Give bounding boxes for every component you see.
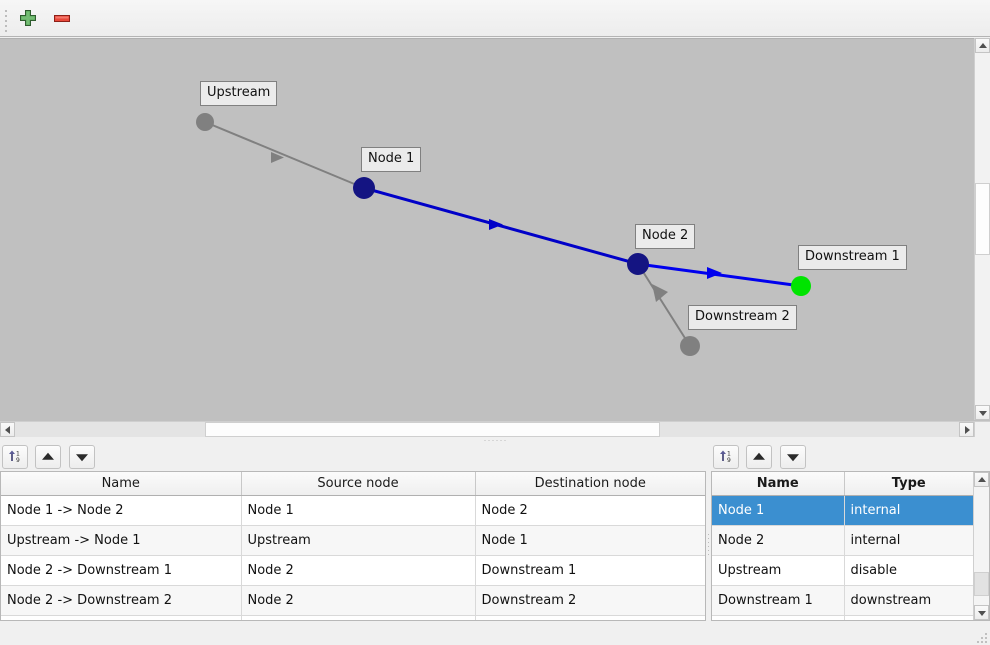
horizontal-splitter[interactable] xyxy=(0,437,990,444)
nodes-scroll-down-button[interactable] xyxy=(974,605,989,620)
edge-name-cell[interactable]: Node 2 -> Downstream 1 xyxy=(1,555,242,586)
graph-node-upstream[interactable] xyxy=(196,113,214,131)
nodes-column-type[interactable]: Type xyxy=(844,472,973,496)
sort-arrow-icon: 1 9 xyxy=(720,450,731,464)
node-type-cell[interactable]: internal xyxy=(844,495,973,526)
graph-node-node2[interactable] xyxy=(627,253,649,275)
edge-name-cell[interactable]: Node 2 -> Downstream 2 xyxy=(1,585,242,616)
window-resize-grip[interactable] xyxy=(975,631,987,643)
green-plus-icon xyxy=(20,9,36,26)
node-type-cell[interactable]: internal xyxy=(844,525,973,556)
nodes-table-scrollbar[interactable] xyxy=(973,472,989,620)
graph-svg xyxy=(196,113,811,356)
scrollbar-corner xyxy=(974,421,990,437)
edge-destination-cell[interactable]: Downstream 2 xyxy=(475,585,705,616)
vertical-splitter[interactable] xyxy=(706,471,711,621)
edge-source-cell[interactable]: Upstream xyxy=(241,525,476,556)
edge-source-cell[interactable]: Node 2 xyxy=(241,555,476,586)
svg-text:9: 9 xyxy=(16,457,20,464)
edge-name-cell[interactable]: Upstream -> Node 1 xyxy=(1,525,242,556)
splitter-grip-dots xyxy=(484,440,506,441)
delete-node-button[interactable] xyxy=(49,6,75,32)
graph-label-upstream[interactable]: Upstream xyxy=(200,81,278,106)
edge-destination-cell[interactable]: Node 1 xyxy=(475,525,705,556)
table-row[interactable]: Node 2 internal xyxy=(712,525,973,556)
table-row[interactable]: Node 2 -> Downstream 1 Node 2 Downstream… xyxy=(1,555,705,586)
graph-label-node2[interactable]: Node 2 xyxy=(635,224,696,249)
nodes-panel: 1 9 Name Type xyxy=(711,444,990,621)
edge-source-cell[interactable]: Node 2 xyxy=(241,585,476,616)
splitter-grip-dots xyxy=(708,534,709,558)
nodes-column-name[interactable]: Name xyxy=(712,472,845,496)
add-node-button[interactable] xyxy=(15,6,41,32)
node-name-cell[interactable]: Downstream 1 xyxy=(712,585,845,616)
table-row[interactable]: Node 1 internal xyxy=(712,495,973,526)
edges-move-down-button[interactable] xyxy=(69,445,95,469)
table-row[interactable]: Upstream -> Node 1 Upstream Node 1 xyxy=(1,525,705,556)
node-name-cell[interactable]: Node 2 xyxy=(712,525,845,556)
nodes-scroll-thumb[interactable] xyxy=(974,572,989,596)
edges-column-source[interactable]: Source node xyxy=(241,472,476,496)
svg-text:1: 1 xyxy=(16,450,20,457)
graph-node-node1[interactable] xyxy=(353,177,375,199)
canvas-horizontal-scrollbar[interactable] xyxy=(0,421,974,437)
edges-column-name[interactable]: Name xyxy=(1,472,242,496)
edge-destination-cell[interactable]: Node 2 xyxy=(475,495,705,526)
table-row[interactable]: Node 2 -> Downstream 2 Node 2 Downstream… xyxy=(1,585,705,616)
table-row[interactable]: Node 1 -> Node 2 Node 1 Node 2 xyxy=(1,495,705,526)
table-row[interactable]: Downstream 1 downstream xyxy=(712,585,973,616)
status-bar xyxy=(0,622,990,645)
node-name-cell[interactable]: Node 1 xyxy=(712,495,845,526)
nodes-table-header-row: Name Type xyxy=(712,472,973,496)
graph-label-downstream1[interactable]: Downstream 1 xyxy=(798,245,907,270)
edge-destination-cell[interactable]: Downstream 1 xyxy=(475,555,705,586)
scroll-up-button[interactable] xyxy=(975,38,990,53)
node-type-cell[interactable]: downstream xyxy=(844,585,973,616)
red-minus-icon xyxy=(54,14,70,22)
edges-table-header-row: Name Source node Destination node xyxy=(1,472,705,496)
canvas-hscroll-thumb[interactable] xyxy=(205,422,660,437)
nodes-toolbar: 1 9 xyxy=(711,444,990,471)
graph-node-downstream1[interactable] xyxy=(791,276,811,296)
node-type-cell[interactable]: disable xyxy=(844,555,973,586)
edge-source-cell[interactable]: Node 1 xyxy=(241,495,476,526)
svg-text:1: 1 xyxy=(727,450,731,457)
graph-label-node1[interactable]: Node 1 xyxy=(361,147,422,172)
canvas-vscroll-thumb[interactable] xyxy=(975,183,990,255)
scroll-right-button[interactable] xyxy=(959,422,974,437)
table-row[interactable]: Upstream disable xyxy=(712,555,973,586)
edge-node1-node2[interactable] xyxy=(363,186,639,266)
toolbar-drag-handle[interactable] xyxy=(5,10,9,32)
scroll-down-button[interactable] xyxy=(975,405,990,420)
sort-arrow-icon: 1 9 xyxy=(9,450,20,464)
graph-node-downstream2[interactable] xyxy=(680,336,700,356)
edge-node2-downstream2[interactable] xyxy=(639,266,691,347)
graph-canvas[interactable]: Upstream Node 1 Node 2 Downstream 1 Down… xyxy=(0,38,990,438)
nodes-table[interactable]: Name Type Node 1 internal Node 2 interna… xyxy=(711,471,990,621)
scroll-left-button[interactable] xyxy=(0,422,15,437)
edges-column-destination[interactable]: Destination node xyxy=(475,472,705,496)
edges-sort-button[interactable]: 1 9 xyxy=(2,445,28,469)
edge-name-cell[interactable]: Node 1 -> Node 2 xyxy=(1,495,242,526)
node-name-cell[interactable]: Upstream xyxy=(712,555,845,586)
edge-upstream-node1[interactable] xyxy=(204,121,365,189)
edges-move-up-button[interactable] xyxy=(35,445,61,469)
nodes-scroll-up-button[interactable] xyxy=(974,472,989,487)
nodes-move-down-button[interactable] xyxy=(780,445,806,469)
canvas-vertical-scrollbar[interactable] xyxy=(974,38,990,420)
edges-table[interactable]: Name Source node Destination node Node 1… xyxy=(0,471,706,621)
edge-node2-downstream1[interactable] xyxy=(637,262,802,288)
nodes-move-up-button[interactable] xyxy=(746,445,772,469)
edges-panel: 1 9 Name Source node Destination node xyxy=(0,444,706,621)
table-row-empty[interactable] xyxy=(712,615,973,620)
svg-text:9: 9 xyxy=(727,457,731,464)
graph-label-downstream2[interactable]: Downstream 2 xyxy=(688,305,797,330)
edges-toolbar: 1 9 xyxy=(0,444,706,471)
table-row-empty[interactable] xyxy=(1,615,705,620)
main-toolbar xyxy=(0,0,990,37)
nodes-sort-button[interactable]: 1 9 xyxy=(713,445,739,469)
